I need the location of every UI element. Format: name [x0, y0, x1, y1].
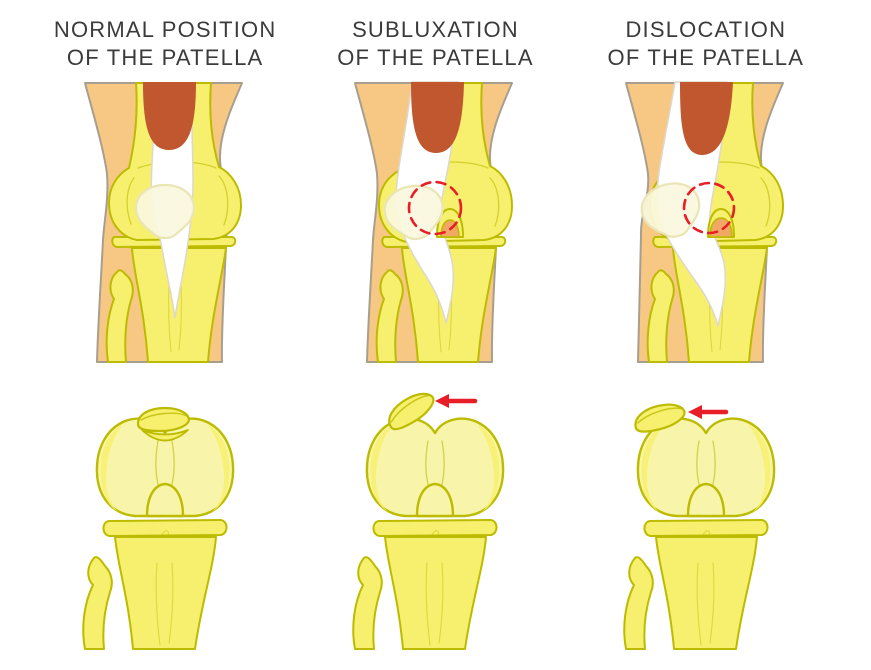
patella-ridge [141, 429, 190, 442]
trochlear-groove-line [696, 440, 701, 489]
patella [640, 182, 701, 238]
condyle-contour [218, 175, 229, 226]
knee-front-normal-illustration [84, 82, 244, 363]
quadriceps-muscle [143, 82, 197, 150]
lateral-shift-arrow-icon [687, 405, 729, 419]
fibula [623, 556, 654, 650]
plateau-squiggle [702, 530, 710, 539]
fibula [82, 556, 113, 650]
patella-axial [388, 392, 435, 431]
patella [384, 184, 445, 241]
condyle-contour [760, 177, 771, 227]
patella-facet-line [391, 394, 431, 423]
fibula [646, 269, 675, 363]
plateau-squiggle [431, 530, 440, 539]
tibia [114, 536, 218, 650]
trochlear-groove-line [170, 440, 175, 489]
tibia-contour [438, 562, 444, 644]
panel-dislocation: DISLOCATION OF THE PATELLA [571, 0, 841, 670]
intercondylar-notch [145, 482, 185, 518]
knee-axial-normal-illustration [82, 406, 235, 650]
patella [388, 392, 435, 431]
knee-axial-dislocation-illustration [623, 403, 776, 650]
panel-subluxation-title: SUBLUXATION OF THE PATELLA [337, 16, 534, 74]
tibia [131, 247, 228, 363]
trochlear-groove-line [711, 440, 716, 489]
title-line-1: NORMAL POSITION [53, 17, 277, 42]
patella-facet-line [636, 407, 683, 424]
tibia-contour [709, 562, 715, 644]
patella [137, 406, 191, 433]
normal-position-marker [682, 181, 736, 235]
tibia [384, 536, 488, 650]
title-line-2: OF THE PATELLA [337, 45, 534, 71]
fibula [352, 556, 384, 650]
tibia-contour [168, 562, 174, 644]
condyle-shading [100, 424, 124, 512]
condyle-shading [370, 424, 394, 512]
trochlear-groove-line [425, 440, 431, 489]
knee-front-dislocation-illustration [624, 81, 784, 363]
trochlear-groove-line [440, 440, 446, 489]
tibia-contour [696, 562, 702, 646]
title-line-2: OF THE PATELLA [66, 45, 264, 71]
plateau-squiggle [161, 530, 170, 539]
lateral-shift-arrow-icon [435, 394, 478, 408]
panel-subluxation: SUBLUXATION OF THE PATELLA [300, 0, 570, 670]
patella [634, 403, 686, 433]
quadriceps-muscle [411, 82, 465, 153]
tibia-contour [426, 562, 432, 646]
knee-front-subluxation-illustration [354, 81, 514, 363]
patella-axial [137, 406, 191, 433]
intercondylar-notch [416, 482, 455, 518]
panel-normal-title: NORMAL POSITION OF THE PATELLA [54, 16, 277, 74]
tibia-contour [155, 562, 161, 646]
condyle-shading [207, 424, 230, 512]
tibia [654, 536, 758, 650]
patella [135, 183, 196, 240]
condyle-shading [641, 424, 664, 512]
tibial-plateau [102, 519, 228, 537]
title-line-2: OF THE PATELLA [607, 45, 805, 71]
condyle-shading [477, 424, 500, 512]
fibula [376, 269, 405, 363]
panel-dislocation-title: DISLOCATION OF THE PATELLA [608, 16, 805, 74]
panel-normal: NORMAL POSITION OF THE PATELLA [30, 0, 300, 670]
patella-axial [634, 403, 686, 433]
title-line-1: DISLOCATION [625, 17, 787, 42]
tibial-plateau [643, 519, 769, 537]
condyle-contour [126, 177, 135, 225]
tibial-plateau [372, 519, 498, 537]
condyle-contour [489, 177, 500, 227]
normal-position-marker [408, 180, 463, 236]
quadriceps-muscle [679, 82, 733, 155]
tibia-contour [178, 284, 183, 351]
intercondylar-notch [686, 482, 726, 518]
title-line-1: SUBLUXATION [352, 17, 519, 42]
tibia-contour [168, 284, 172, 353]
patella-facet-line [140, 412, 188, 421]
knee-axial-subluxation-illustration [352, 392, 505, 650]
trochlear-groove-line [155, 440, 160, 489]
fibula [105, 269, 134, 363]
condyle-shading [747, 424, 771, 512]
